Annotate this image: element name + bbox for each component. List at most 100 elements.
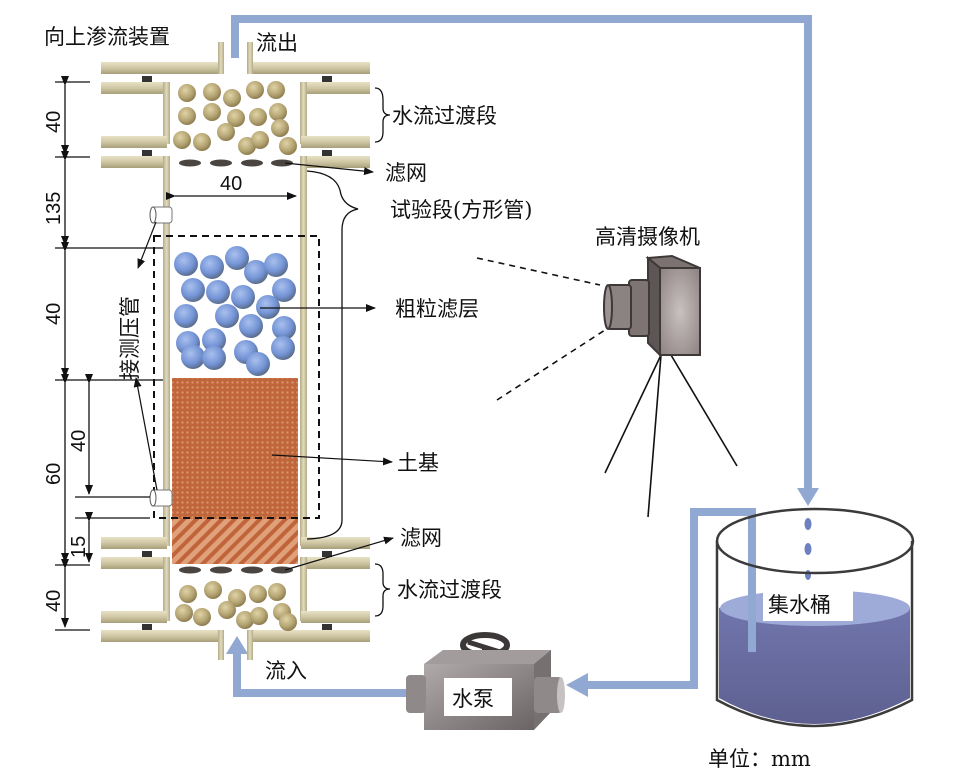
filter-mesh-top-label: 滤网 xyxy=(385,161,427,185)
camera-view-frame xyxy=(153,235,320,519)
coarse-ball xyxy=(272,278,296,302)
dim-piezometer-spacing: 40 xyxy=(68,430,90,452)
pump-label-bg xyxy=(444,678,512,716)
gravel-ball xyxy=(223,89,241,107)
gravel-ball xyxy=(267,81,285,99)
coarse-ball xyxy=(271,336,295,360)
inflow-pipe xyxy=(233,652,412,697)
piezometer-port-lower xyxy=(149,489,173,507)
gravel-ball xyxy=(193,608,211,626)
gravel-ball xyxy=(193,133,211,151)
soil-base-label: 土基 xyxy=(397,451,439,475)
outflow-arrow-head xyxy=(797,488,819,506)
bottom-transition-brace xyxy=(374,563,391,617)
coarse-ball xyxy=(202,328,226,352)
coarse-ball xyxy=(272,316,296,340)
gravel-ball xyxy=(175,604,193,622)
dimension-lines xyxy=(55,76,163,631)
inflow-label: 流入 xyxy=(265,659,307,683)
coarse-ball xyxy=(206,280,230,304)
coarse-ball xyxy=(174,304,198,328)
diagram-title: 向上渗流装置 xyxy=(44,25,170,49)
gravel-ball xyxy=(250,607,268,625)
gravel-ball xyxy=(279,137,297,155)
piezometer-leader-upper xyxy=(137,221,157,269)
coarse-ball xyxy=(264,253,288,277)
gravel-ball xyxy=(249,108,267,126)
piezometer-label: 接测压管 xyxy=(118,296,142,380)
mesh-top-leader xyxy=(284,162,374,176)
bottom-inlet-flanges xyxy=(101,537,370,660)
coarse-ball xyxy=(244,260,268,284)
gravel-ball xyxy=(179,585,197,603)
bucket-label-bg xyxy=(763,587,853,621)
return-pipe xyxy=(582,508,756,689)
gravel-ball xyxy=(246,81,264,99)
camera-label: 高清摄像机 xyxy=(595,225,700,249)
soil-leader xyxy=(271,454,393,466)
inflow-arrow-head xyxy=(226,636,248,654)
top-transition-brace xyxy=(374,87,391,143)
coarse-ball xyxy=(202,346,226,370)
piezometer-leader-lower xyxy=(133,377,158,491)
outflow-pipe xyxy=(231,15,812,490)
mesh-bottom-leader xyxy=(284,536,394,571)
gravel-ball xyxy=(268,583,286,601)
top-filter-mesh xyxy=(179,159,293,167)
transition-top-label: 水流过渡段 xyxy=(392,104,497,128)
gravel-ball xyxy=(227,109,245,127)
coarse-filter-label: 粗粒滤层 xyxy=(395,297,479,321)
dim-top-transition: 40 xyxy=(43,111,65,133)
dim-bottom-transition: 40 xyxy=(43,590,65,612)
dim-soil-layer: 60 xyxy=(43,463,65,485)
gravel-ball xyxy=(279,613,297,631)
coarse-ball xyxy=(174,252,198,276)
gravel-ball xyxy=(271,119,289,137)
camera-icon xyxy=(476,254,738,518)
coarse-ball xyxy=(246,352,270,376)
pump-inlet-arrow-head xyxy=(566,673,588,697)
test-section-brace xyxy=(306,170,359,540)
transition-bottom-label: 水流过渡段 xyxy=(397,578,502,602)
bottom-transition-gravel xyxy=(175,581,297,631)
coarse-ball xyxy=(225,246,249,270)
gravel-ball xyxy=(203,103,221,121)
coarse-ball xyxy=(231,285,255,309)
piezometer-port-upper xyxy=(149,206,173,224)
test-section-right-wall xyxy=(300,156,307,546)
bottom-filter-mesh xyxy=(179,566,293,574)
gravel-ball xyxy=(178,107,196,125)
outflow-label: 流出 xyxy=(256,31,298,55)
bucket-label: 集水桶 xyxy=(768,593,831,617)
gravel-ball xyxy=(218,601,236,619)
coarse-filter-layer xyxy=(174,246,296,376)
coarse-ball xyxy=(200,255,224,279)
filter-mesh-bottom-label: 滤网 xyxy=(400,526,442,550)
unit-label: 单位：mm xyxy=(708,747,811,771)
gravel-ball xyxy=(228,589,246,607)
gravel-ball xyxy=(173,131,191,149)
coarse-ball xyxy=(215,304,239,328)
coarse-ball xyxy=(239,314,263,338)
gravel-ball xyxy=(269,103,287,121)
soil-mesh-zone xyxy=(172,519,298,564)
top-outlet-flanges xyxy=(101,42,370,168)
dim-bottom-mesh-zone: 15 xyxy=(68,536,90,558)
soil-base xyxy=(172,378,298,519)
coarse-ball xyxy=(181,278,205,302)
test-section-left-wall xyxy=(163,156,170,546)
dim-coarse-layer: 40 xyxy=(43,303,65,325)
dim-upper-gap: 135 xyxy=(43,192,65,225)
gravel-ball xyxy=(236,611,254,629)
test-section-label: 试验段(方形管) xyxy=(390,198,532,222)
coarse-ball xyxy=(256,295,280,319)
gravel-ball xyxy=(178,84,196,102)
pump-label: 水泵 xyxy=(452,687,494,711)
coarse-ball xyxy=(181,345,205,369)
width-dimension-label: 40 xyxy=(220,173,242,195)
gravel-ball xyxy=(203,83,221,101)
gravel-ball xyxy=(204,581,222,599)
gravel-ball xyxy=(249,585,267,603)
water-drops xyxy=(804,518,812,580)
